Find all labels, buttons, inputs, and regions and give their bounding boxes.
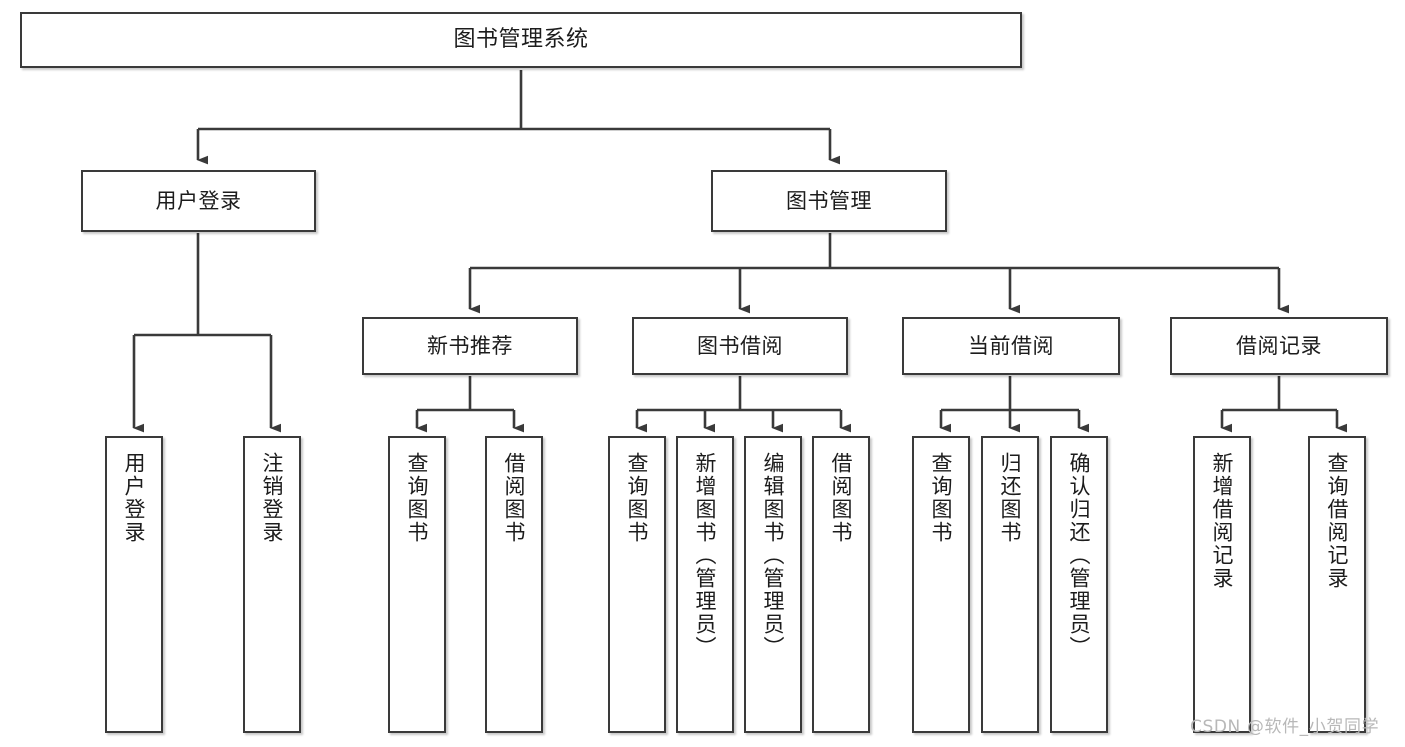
node-leaf-edit-book-admin[interactable]: 编辑图书（管理员） bbox=[744, 436, 802, 733]
node-label: 新增借阅记录 bbox=[1210, 452, 1235, 590]
node-label: 查询图书 bbox=[929, 452, 954, 544]
node-leaf-return-book[interactable]: 归还图书 bbox=[981, 436, 1039, 733]
node-leaf-query-book-borrow[interactable]: 查询图书 bbox=[608, 436, 666, 733]
node-label: 确认归还（管理员） bbox=[1067, 452, 1092, 659]
node-label: 新书推荐 bbox=[427, 333, 513, 358]
node-label: 注销登录 bbox=[260, 452, 285, 544]
node-label: 用户登录 bbox=[155, 188, 242, 213]
node-label: 查询图书 bbox=[405, 452, 430, 544]
node-leaf-borrow-book[interactable]: 借阅图书 bbox=[812, 436, 870, 733]
node-leaf-query-book-recommend[interactable]: 查询图书 bbox=[388, 436, 446, 733]
node-book-borrow[interactable]: 图书借阅 bbox=[632, 317, 848, 375]
node-book-management[interactable]: 图书管理 bbox=[711, 170, 947, 232]
node-leaf-add-book-admin[interactable]: 新增图书（管理员） bbox=[676, 436, 734, 733]
node-label: 图书管理 bbox=[786, 188, 872, 213]
node-label: 归还图书 bbox=[998, 452, 1023, 544]
node-label: 借阅图书 bbox=[829, 452, 854, 544]
node-leaf-query-book-current[interactable]: 查询图书 bbox=[912, 436, 970, 733]
node-label: 新增图书（管理员） bbox=[693, 452, 718, 659]
node-root-system[interactable]: 图书管理系统 bbox=[20, 12, 1022, 68]
node-leaf-user-login[interactable]: 用户登录 bbox=[105, 436, 163, 733]
node-borrow-record[interactable]: 借阅记录 bbox=[1170, 317, 1388, 375]
node-label: 查询借阅记录 bbox=[1325, 452, 1350, 590]
node-label: 图书借阅 bbox=[697, 333, 783, 358]
node-user-login[interactable]: 用户登录 bbox=[81, 170, 316, 232]
csdn-watermark: CSDN @软件_小贺同学 bbox=[1190, 717, 1380, 737]
node-label: 查询图书 bbox=[625, 452, 650, 544]
node-leaf-confirm-return-admin[interactable]: 确认归还（管理员） bbox=[1050, 436, 1108, 733]
node-label: 编辑图书（管理员） bbox=[761, 452, 786, 659]
node-leaf-borrow-book-recommend[interactable]: 借阅图书 bbox=[485, 436, 543, 733]
node-new-book-recommend[interactable]: 新书推荐 bbox=[362, 317, 578, 375]
node-label: 借阅图书 bbox=[502, 452, 527, 544]
node-current-borrow[interactable]: 当前借阅 bbox=[902, 317, 1120, 375]
node-leaf-add-borrow-record[interactable]: 新增借阅记录 bbox=[1193, 436, 1251, 733]
node-label: 当前借阅 bbox=[968, 333, 1054, 358]
node-label: 用户登录 bbox=[122, 452, 147, 544]
node-label: 图书管理系统 bbox=[453, 26, 589, 52]
node-label: 借阅记录 bbox=[1236, 333, 1322, 358]
node-leaf-logout[interactable]: 注销登录 bbox=[243, 436, 301, 733]
node-leaf-query-borrow-record[interactable]: 查询借阅记录 bbox=[1308, 436, 1366, 733]
